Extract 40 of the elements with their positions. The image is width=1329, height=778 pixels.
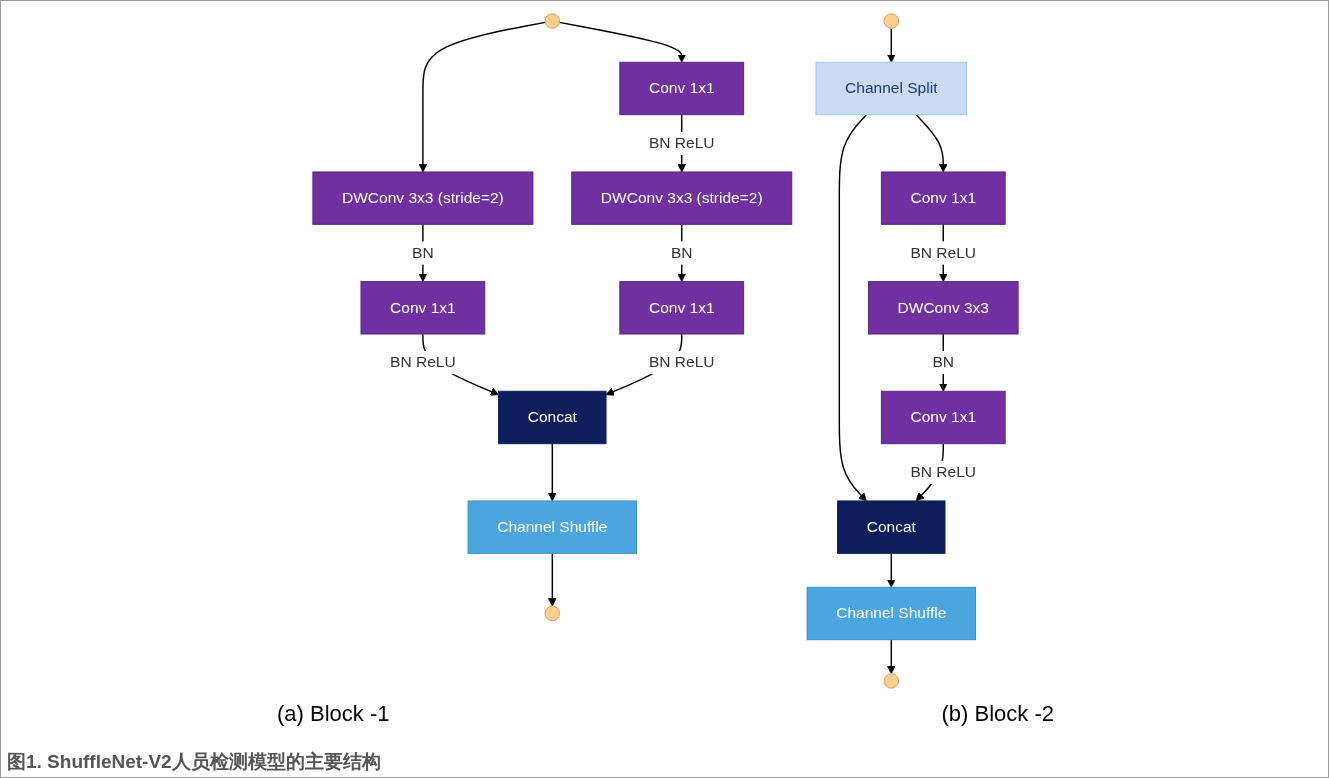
node-box: DWConv 3x3 (stride=2) [571, 171, 793, 225]
node-circle [544, 13, 561, 29]
node-circle [883, 13, 900, 29]
node-box: Concat [837, 500, 946, 554]
node-box: Channel Shuffle [467, 500, 638, 554]
block-caption: (a) Block -1 [277, 701, 390, 727]
block-caption: (b) Block -2 [941, 701, 1054, 727]
node-box: Conv 1x1 [880, 171, 1006, 225]
arrow [677, 223, 686, 282]
edge-label: BN ReLU [648, 353, 715, 371]
arrow [558, 21, 686, 63]
node-box: Conv 1x1 [619, 281, 745, 335]
arrow [939, 333, 948, 392]
node-box: DWConv 3x3 [867, 281, 1019, 335]
arrow [887, 27, 896, 63]
figure-caption: 图1. ShuffleNet-V2人员检测模型的主要结构 [7, 750, 381, 774]
arrow [418, 223, 428, 282]
arrow [548, 552, 557, 607]
node-circle [883, 673, 900, 689]
edge-label: BN ReLU [648, 134, 715, 152]
arrow [887, 639, 896, 675]
edge-label: BN ReLU [390, 353, 456, 371]
node-box: DWConv 3x3 (stride=2) [312, 171, 534, 225]
node-box: Channel Shuffle [806, 586, 976, 641]
arrow [915, 113, 948, 173]
arrow [418, 21, 546, 173]
node-box: Channel Split [815, 61, 968, 116]
node-box: Conv 1x1 [880, 390, 1006, 445]
node-circle [544, 605, 561, 622]
node-box: Conv 1x1 [360, 281, 486, 335]
edge-label: BN ReLU [910, 244, 977, 261]
arrow [838, 113, 868, 502]
edge-label: BN ReLU [910, 463, 977, 481]
arrow [548, 442, 557, 502]
node-box: Conv 1x1 [619, 61, 745, 116]
node-box: Concat [498, 390, 607, 445]
edge-label: BN [412, 244, 434, 261]
edge-label: BN [932, 353, 955, 371]
arrow [887, 552, 896, 588]
edge-label: BN [670, 244, 693, 261]
